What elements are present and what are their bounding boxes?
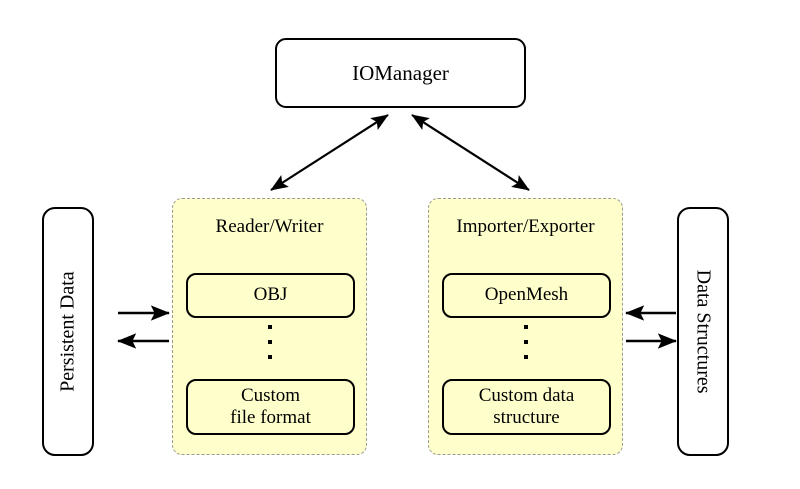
node-openmesh-label: OpenMesh [484,284,569,306]
node-obj[interactable]: OBJ [186,273,355,318]
panel-reader-writer-title: Reader/Writer [215,216,324,237]
dot-3 [523,355,528,359]
node-custom-file-format[interactable]: Custom file format [186,379,355,435]
node-custom-file-format-line2: file format [230,407,311,428]
connector-iomanager-importerexporter [411,114,530,191]
connector-iomanager-readerwriter [270,114,389,191]
node-custom-data-structure-line1: Custom data [478,384,575,406]
node-iomanager-label: IOManager [352,60,449,85]
node-custom-file-format-line1: Custom [240,384,301,406]
panel-importer-exporter: Importer/Exporter OpenMesh Custom data s… [428,198,623,455]
dot-1 [523,325,528,329]
node-obj-label: OBJ [253,284,288,306]
ellipsis-importer-exporter [429,325,622,359]
panel-reader-writer: Reader/Writer OBJ Custom file format [172,198,367,455]
dot-3 [267,355,272,359]
node-openmesh[interactable]: OpenMesh [442,273,611,318]
node-persistent-data[interactable]: Persistent Data [42,207,94,456]
dot-2 [523,340,528,344]
node-persistent-data-label: Persistent Data [56,271,79,392]
node-data-structures[interactable]: Data Structures [677,207,729,456]
dot-1 [267,325,272,329]
panel-importer-exporter-title: Importer/Exporter [456,216,595,237]
node-iomanager[interactable]: IOManager [275,38,526,108]
ellipsis-reader-writer [173,325,366,359]
node-custom-data-structure[interactable]: Custom data structure [442,379,611,435]
node-custom-data-structure-line2: structure [493,407,560,428]
node-data-structures-label: Data Structures [692,269,715,394]
dot-2 [267,340,272,344]
